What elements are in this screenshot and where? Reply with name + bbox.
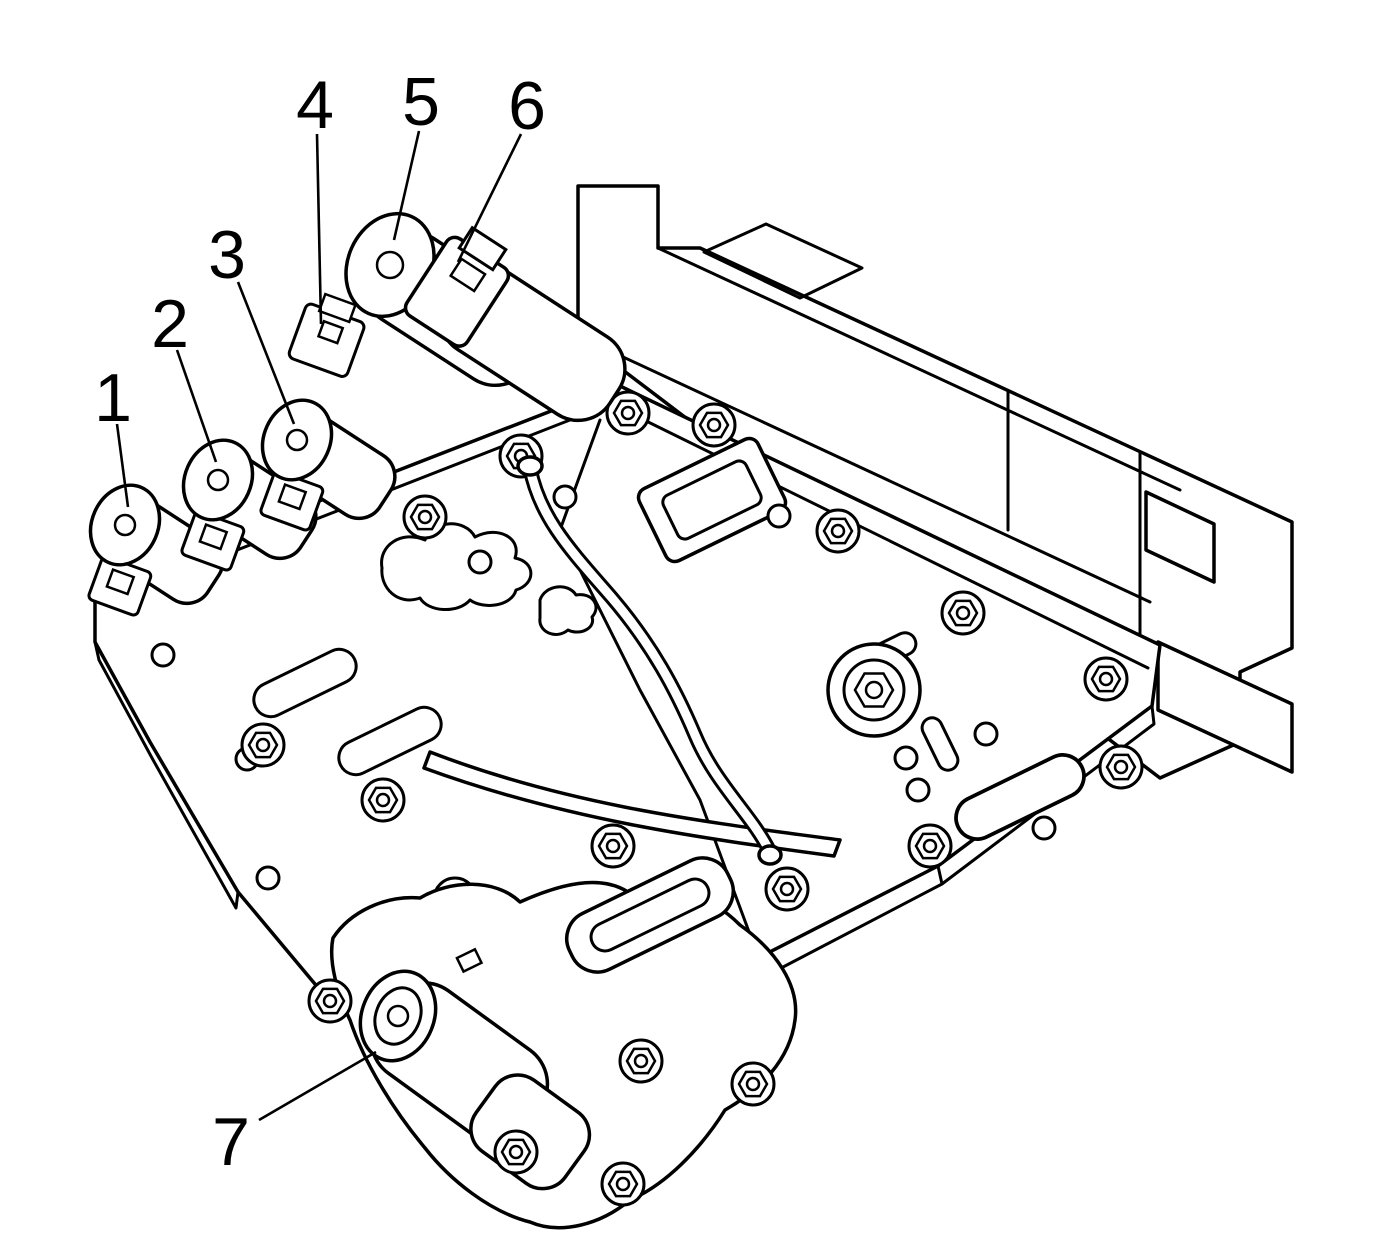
callout-4-label: 4	[296, 67, 334, 143]
pipe-end	[757, 844, 783, 866]
bolt-icon	[1083, 656, 1129, 702]
pipe-end	[516, 455, 544, 477]
bolt-hole	[1031, 815, 1057, 841]
solenoid-connector-6	[403, 225, 511, 348]
callout-6-label: 6	[508, 68, 546, 144]
fluid-passage-blob-small	[538, 585, 598, 636]
callout-5-label: 5	[402, 64, 440, 140]
center-boss-bolt	[826, 642, 922, 738]
bolt-icon	[240, 722, 286, 768]
bolt-hole	[467, 549, 493, 575]
bolt-hole	[255, 865, 281, 891]
callout-7-leader	[258, 1050, 377, 1122]
callout-5: 5	[392, 64, 440, 241]
bolt-icon	[815, 508, 861, 554]
bolt-hole	[552, 484, 578, 510]
callout-5-leader	[392, 130, 421, 241]
callout-2-leader	[175, 349, 218, 463]
solenoid-6	[403, 225, 627, 423]
valve-body-plates	[93, 383, 1162, 1060]
oil-pipe	[516, 455, 783, 866]
retainer-strip	[422, 750, 842, 858]
callout-3-label: 3	[208, 217, 246, 293]
callout-3-leader	[236, 281, 296, 425]
bottom-slot-port	[565, 856, 735, 974]
bolt-icon	[590, 823, 636, 869]
bolt-hole	[905, 777, 931, 803]
callout-2: 2	[151, 286, 218, 463]
bolt-icon	[1098, 744, 1144, 790]
callout-1-label: 1	[94, 360, 132, 436]
bolt-hole	[766, 503, 792, 529]
callout-6: 6	[456, 68, 546, 263]
callout-2-label: 2	[151, 286, 189, 362]
small-tab	[455, 947, 484, 974]
bolt-icon	[360, 777, 406, 823]
callout-3: 3	[208, 217, 296, 425]
bolt-icon	[691, 402, 737, 448]
callout-1: 1	[94, 360, 132, 508]
bolt-hole	[973, 721, 999, 747]
bolt-icon	[730, 1061, 776, 1107]
bolt-hole	[150, 642, 176, 668]
callout-7: 7	[212, 1050, 377, 1180]
bolt-icon	[307, 978, 353, 1024]
callout-6-leader	[456, 133, 523, 263]
bolt-hole	[893, 745, 919, 771]
bolt-icon	[600, 1161, 646, 1207]
callouts: 1 2 3 4 5 6 7	[94, 64, 546, 1180]
bolt-icon	[618, 1038, 664, 1084]
solenoid-connector-4	[287, 292, 366, 378]
bottom-valve-assembly	[329, 856, 798, 1230]
solenoid-7	[358, 969, 592, 1191]
callout-4: 4	[296, 67, 334, 325]
callout-1-leader	[115, 423, 130, 508]
bolt-icon	[493, 1129, 539, 1175]
bolt-icon	[764, 866, 810, 912]
slot-opening	[920, 716, 960, 772]
bolt-icon	[907, 823, 953, 869]
bolt-icon	[402, 494, 448, 540]
callout-4-leader	[315, 133, 323, 325]
callout-7-label: 7	[212, 1104, 250, 1180]
bolt-icon	[940, 590, 986, 636]
rect-port	[636, 436, 788, 564]
